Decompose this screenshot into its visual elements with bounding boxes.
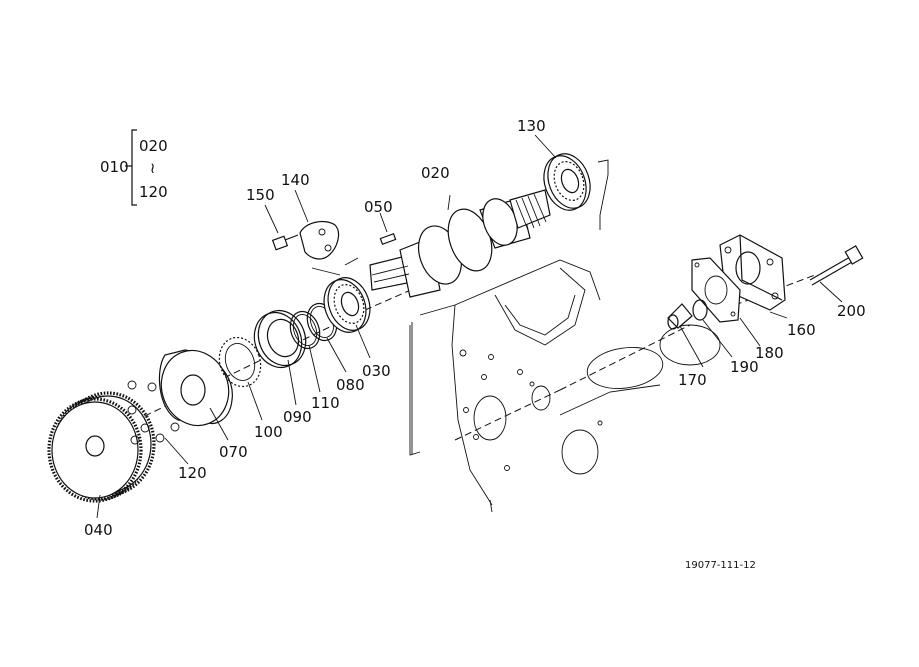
label-130: 130 (517, 117, 546, 135)
engine-block-housing (411, 259, 721, 513)
assembly-range-end: 120 (139, 183, 168, 201)
gasket-180 (691, 257, 741, 323)
label-090: 090 (283, 408, 312, 426)
retainer-plate-140 (299, 220, 340, 260)
label-040: 040 (84, 521, 113, 539)
snap-ring-110 (289, 310, 321, 350)
bolt-150 (271, 234, 299, 251)
part-labels: 020 030 040 050 070 080 090 100 110 120 … (84, 117, 866, 539)
assembly-group-bracket: 010 020 ~ 120 (100, 129, 168, 206)
label-110: 110 (311, 394, 340, 412)
label-030: 030 (362, 362, 391, 380)
label-180: 180 (755, 344, 784, 362)
label-200: 200 (837, 302, 866, 320)
key-050 (379, 233, 397, 245)
assembly-range-sep: ~ (144, 162, 162, 175)
label-190: 190 (730, 358, 759, 376)
long-bolt-200 (809, 245, 864, 286)
label-170: 170 (678, 371, 707, 389)
needle-bearing-100 (218, 336, 262, 388)
label-160: 160 (787, 321, 816, 339)
gear-040 (47, 391, 156, 503)
o-ring-190 (692, 299, 708, 321)
label-100: 100 (254, 423, 283, 441)
bushing-170 (667, 303, 693, 330)
bearing-130 (543, 153, 591, 211)
hub-070 (158, 349, 233, 427)
label-150: 150 (246, 186, 275, 204)
figure-id: 19077-111-12 (685, 560, 756, 571)
label-020: 020 (421, 164, 450, 182)
label-050: 050 (364, 198, 393, 216)
label-140: 140 (281, 171, 310, 189)
camshaft-020 (369, 189, 551, 298)
label-070: 070 (219, 443, 248, 461)
assembly-group-label: 010 (100, 158, 129, 176)
label-120: 120 (178, 464, 207, 482)
leader-lines (96, 134, 843, 519)
assembly-range-start: 020 (139, 137, 168, 155)
label-080: 080 (336, 376, 365, 394)
